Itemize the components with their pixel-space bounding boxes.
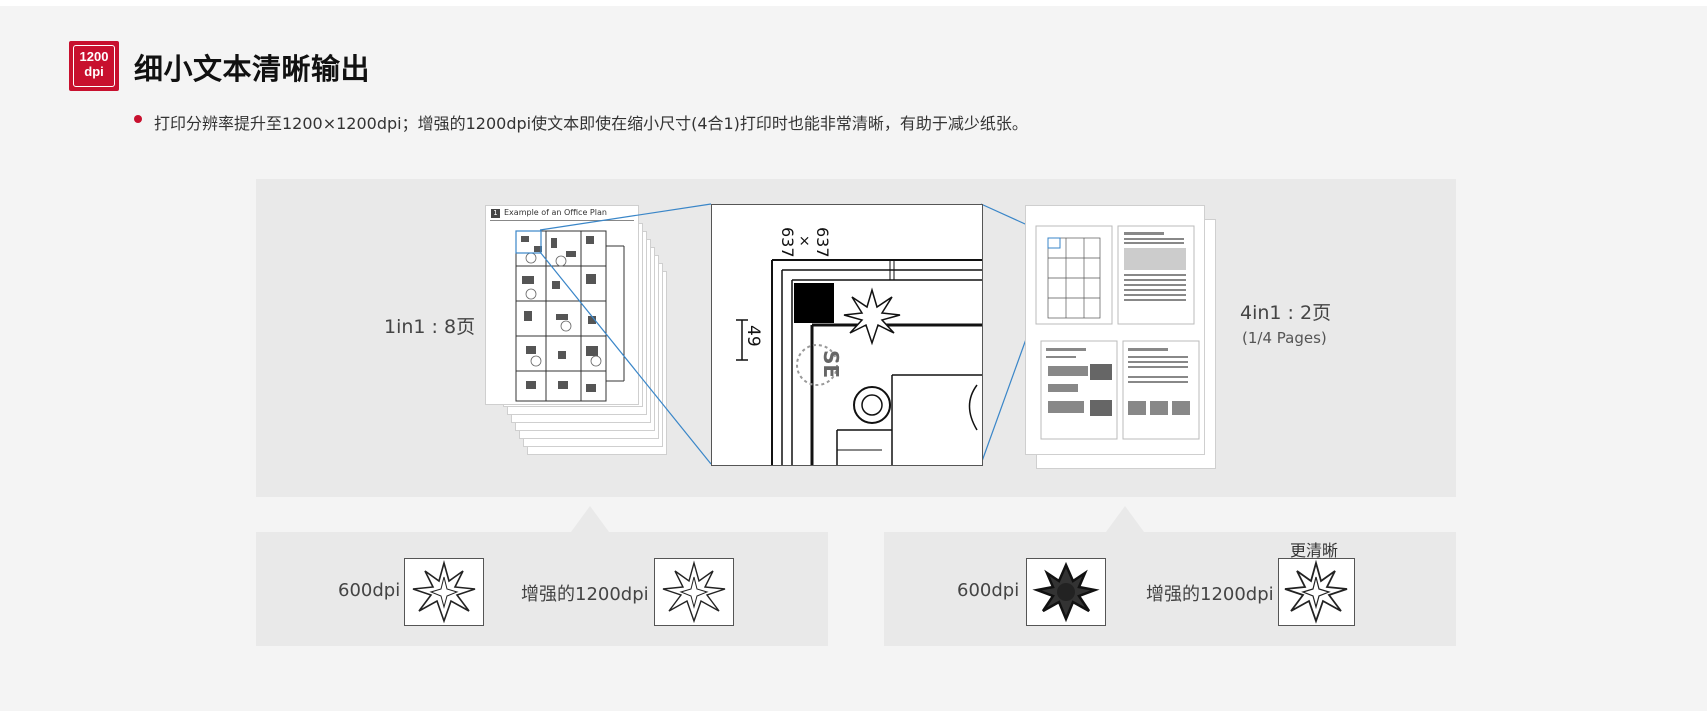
zoom-detail-box: SE 637 × 637 49 bbox=[711, 204, 983, 466]
compare-left: 600dpi 增强的1200dpi bbox=[256, 506, 828, 646]
sample-600dpi-blurry-icon bbox=[1026, 558, 1106, 626]
sample-1200dpi-icon bbox=[654, 558, 734, 626]
sample-1200dpi-clear-icon bbox=[1278, 558, 1355, 626]
zoom-text-num: 49 bbox=[743, 325, 763, 347]
feature-description: 打印分辨率提升至1200×1200dpi；增强的1200dpi使文本即使在缩小尺… bbox=[154, 114, 1028, 133]
left-mode-label: 1in1 : 8页 bbox=[384, 316, 476, 338]
bullet-dot-icon bbox=[134, 115, 142, 123]
zoom-text-x: × bbox=[796, 235, 812, 247]
clearer-badge: 更清晰 bbox=[1290, 541, 1339, 560]
zoom-text-dim2: 637 bbox=[778, 227, 797, 258]
nup-thumbnails bbox=[1035, 225, 1200, 440]
logo-number: 1200 bbox=[79, 49, 109, 64]
compare-right-600-label: 600dpi bbox=[957, 580, 1020, 601]
right-mode-sublabel: (1/4 Pages) bbox=[1242, 329, 1327, 347]
section-title: 细小文本清晰输出 bbox=[134, 52, 371, 86]
nup-page-front bbox=[1025, 205, 1205, 455]
logo-unit: dpi bbox=[84, 64, 104, 79]
right-mode-label: 4in1 : 2页 bbox=[1240, 302, 1332, 324]
demo-illustration: 1in1 : 8页 1 Example of an Office Plan bbox=[256, 179, 1456, 497]
dpi-logo-icon: 1200 dpi bbox=[69, 41, 119, 91]
zoom-text-se: SE bbox=[819, 350, 843, 378]
compare-left-600-label: 600dpi bbox=[338, 580, 401, 601]
compare-left-1200-label: 增强的1200dpi bbox=[521, 584, 649, 605]
compare-right-1200-label: 增强的1200dpi bbox=[1146, 584, 1274, 605]
doc-index: 1 bbox=[491, 209, 500, 218]
floor-plan-page: 1 Example of an Office Plan bbox=[485, 205, 639, 405]
zoom-text-dim: 637 bbox=[813, 227, 832, 258]
sample-600dpi-icon bbox=[404, 558, 484, 626]
floor-plan-drawing bbox=[515, 230, 625, 402]
compare-right: 600dpi 增强的1200dpi bbox=[884, 506, 1456, 646]
zoom-detail-drawing: SE 637 × 637 49 bbox=[736, 227, 982, 465]
